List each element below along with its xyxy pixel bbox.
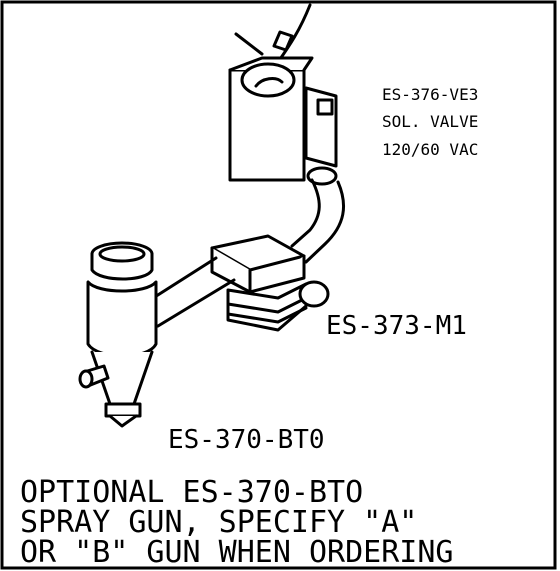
manifold-part-label: ES-373-M1 bbox=[326, 311, 467, 341]
note-line-1: OPTIONAL ES-370-BTO bbox=[20, 475, 363, 510]
spray-gun bbox=[78, 241, 158, 428]
solenoid-valve bbox=[228, 56, 338, 186]
valve-power-label: 120/60 VAC bbox=[382, 140, 478, 159]
gun-part-label: ES-370-BT0 bbox=[168, 425, 325, 455]
crossover-tube bbox=[148, 256, 236, 328]
ordering-note: OPTIONAL ES-370-BTO SPRAY GUN, SPECIFY "… bbox=[20, 475, 453, 570]
valve-description-label: SOL. VALVE bbox=[382, 112, 478, 131]
manifold bbox=[210, 234, 330, 332]
note-line-3: OR "B" GUN WHEN ORDERING bbox=[20, 535, 453, 570]
valve-label-group: ES-376-VE3 SOL. VALVE 120/60 VAC bbox=[382, 85, 478, 159]
hand-lever bbox=[234, 3, 312, 64]
note-line-2: SPRAY GUN, SPECIFY "A" bbox=[20, 505, 417, 540]
valve-tube bbox=[290, 178, 346, 264]
valve-part-label: ES-376-VE3 bbox=[382, 85, 478, 104]
